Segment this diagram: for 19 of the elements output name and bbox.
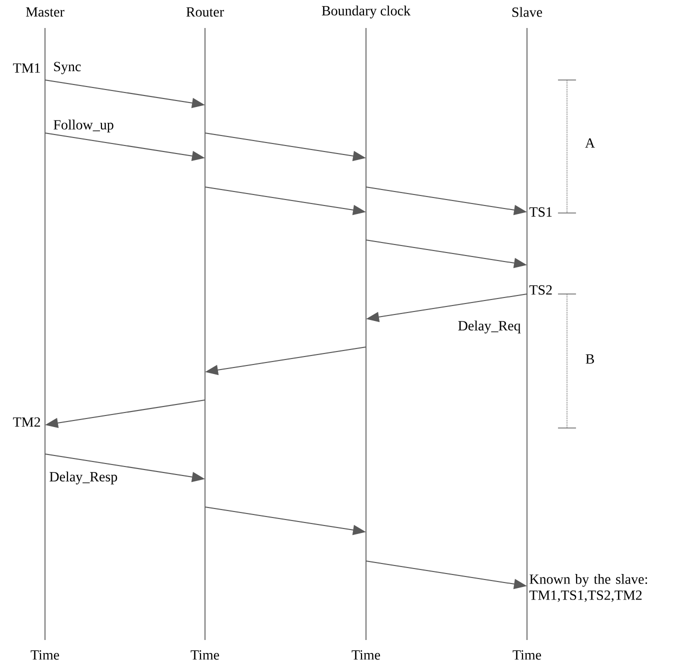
lifeline-heading: Boundary clock	[322, 6, 411, 18]
label: TM2	[13, 417, 40, 427]
label: TS1	[529, 207, 552, 217]
label: TM1	[13, 63, 40, 73]
label: TS2	[529, 285, 552, 295]
edge-label: Follow_up	[54, 120, 114, 132]
time-label: Time	[30, 650, 60, 660]
label: B	[586, 354, 594, 364]
time-label: Time	[512, 650, 542, 660]
edge-label: Delay_Req	[458, 320, 521, 334]
lifeline-heading: Slave	[512, 7, 542, 17]
edge-label: Sync	[54, 62, 81, 74]
time-label: Time	[190, 650, 220, 660]
time-label: Time	[352, 650, 380, 660]
lifeline-heading: Router	[186, 7, 224, 17]
edge-label: Delay_Resp	[50, 472, 118, 484]
lifeline-heading: Master	[26, 7, 64, 17]
label: Known by the slave: TM1,TS1,TS2,TM2	[529, 574, 648, 602]
label: A	[585, 138, 595, 148]
